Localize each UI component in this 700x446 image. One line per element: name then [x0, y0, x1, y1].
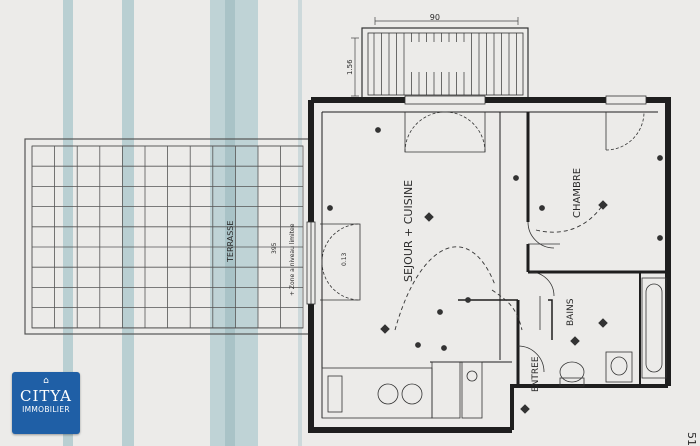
electrical-symbols	[327, 127, 663, 414]
blue-band-2	[122, 0, 134, 446]
terrace-grid	[24, 138, 311, 335]
blue-band-4	[298, 0, 302, 446]
bathroom-fixtures	[559, 277, 667, 387]
terrace-label: TERRASSE	[226, 221, 235, 263]
windows	[306, 95, 647, 305]
dimension-terrace: 395	[271, 242, 278, 254]
dimension-side: 1.56	[346, 59, 354, 75]
kitchen-fixtures	[321, 361, 483, 419]
balcony-top	[361, 27, 529, 99]
logo-subtitle: IMMOBILIER	[22, 405, 70, 414]
circulation-arcs	[394, 205, 603, 331]
terrace-note: + Zone a niveau limitee	[289, 223, 296, 296]
room-label-entry: ENTREE	[531, 356, 541, 392]
dimension-lines	[351, 17, 519, 97]
page-mark: 51	[685, 432, 698, 446]
logo-mark-icon: ⌂	[43, 376, 49, 386]
dimension-top: 06	[430, 12, 440, 21]
logo-brand: CITYA	[20, 387, 72, 405]
dimension-door: 0.13	[341, 252, 348, 266]
doors	[320, 111, 645, 373]
blue-band-3-core	[225, 0, 235, 446]
room-label-bedroom: CHAMBRE	[572, 168, 583, 218]
citya-logo: ⌂ CITYA IMMOBILIER	[12, 372, 80, 434]
room-label-bath: BAINS	[566, 298, 576, 326]
blue-band-1	[63, 0, 73, 446]
room-label-living: SEJOUR + CUISINE	[402, 180, 415, 282]
